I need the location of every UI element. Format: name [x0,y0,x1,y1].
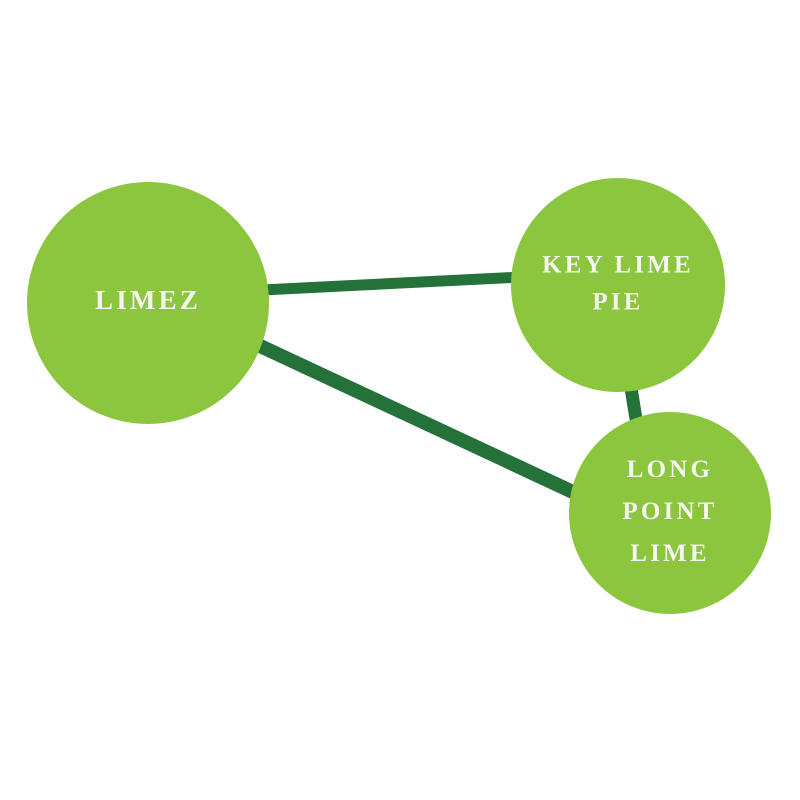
graph-node-key-lime-pie[interactable]: KEY LIME PIE [511,178,725,392]
node-circle[interactable] [511,178,725,392]
node-circle[interactable] [27,182,269,424]
node-circle[interactable] [569,412,771,614]
node-label-line: KEY LIME [542,251,694,278]
node-label-line: PIE [592,288,643,315]
node-label: KEY LIME PIE [542,251,694,315]
nodes-layer: LIMEZ KEY LIME PIE LONG POINT LIME [27,178,771,614]
graph-edge [255,338,593,507]
node-label-line: POINT [622,498,717,525]
node-label: LONG POINT LIME [622,456,717,567]
node-label-line: LIME [630,540,709,567]
graph-node-long-point-lime[interactable]: LONG POINT LIME [569,412,771,614]
graph-node-limez[interactable]: LIMEZ [27,182,269,424]
graph-edge [261,271,523,296]
node-label-line: LONG [627,456,713,483]
node-label: LIMEZ [95,285,201,315]
node-label-line: LIMEZ [95,285,201,315]
